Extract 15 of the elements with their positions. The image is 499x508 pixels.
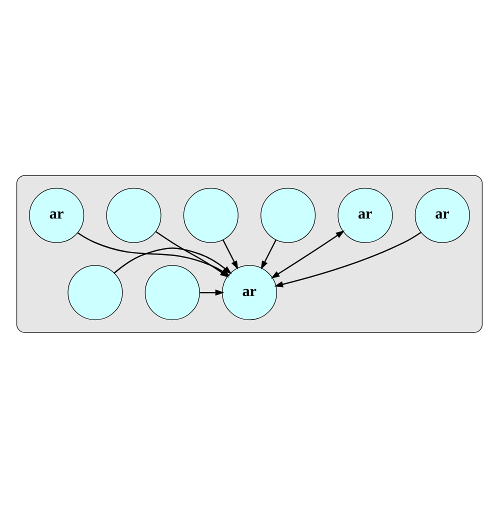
arrow bbox=[114, 248, 232, 274]
cluster bbox=[16, 175, 483, 333]
node-circle: ar bbox=[414, 188, 470, 243]
node-circle bbox=[183, 188, 238, 243]
node-circle bbox=[106, 188, 162, 243]
node-circle bbox=[144, 265, 200, 320]
arrow bbox=[274, 232, 422, 288]
node-circle bbox=[260, 188, 316, 243]
arrow bbox=[270, 230, 345, 279]
arrow bbox=[260, 240, 277, 270]
node-circle: ar bbox=[29, 188, 84, 243]
arrow bbox=[222, 240, 238, 270]
node-circle: ar bbox=[338, 188, 393, 243]
node-circle bbox=[68, 265, 123, 320]
arrow bbox=[200, 289, 224, 296]
